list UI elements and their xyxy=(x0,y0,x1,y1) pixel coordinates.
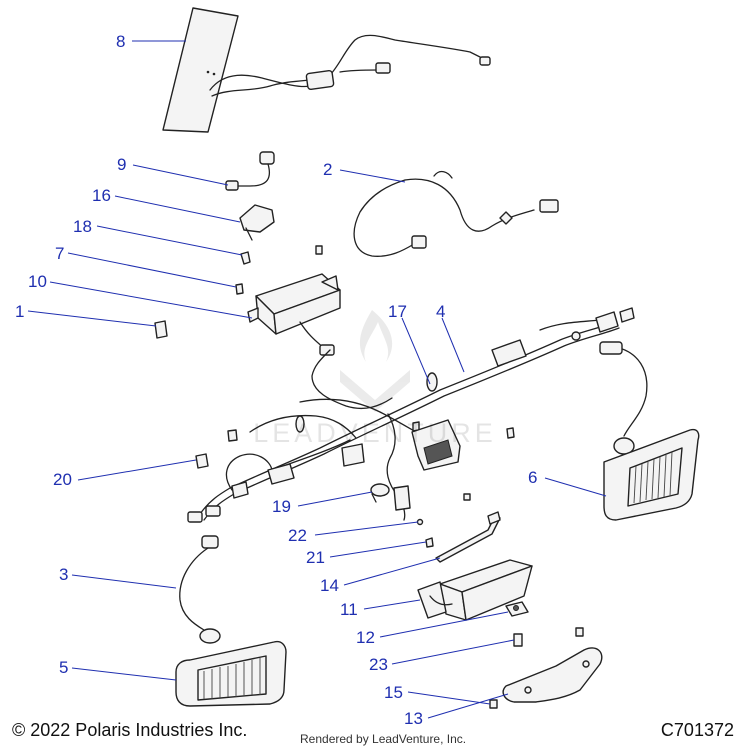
part-8-panel-harness xyxy=(162,7,491,133)
callout-21: 21 xyxy=(306,548,325,567)
callout-22: 22 xyxy=(288,526,307,545)
watermark-text: LEADVENTURE xyxy=(253,418,497,448)
part-16-bracket xyxy=(239,204,275,241)
callout-18: 18 xyxy=(73,217,92,236)
part-2-harness xyxy=(353,170,559,257)
callout-4: 4 xyxy=(436,302,445,321)
callout-13: 13 xyxy=(404,709,423,728)
part-12-bracket xyxy=(505,601,529,617)
part-10-module xyxy=(247,273,341,356)
watermark-logo xyxy=(340,310,410,412)
part-23-screw xyxy=(513,633,523,647)
callout-17: 17 xyxy=(388,302,407,321)
callout-1: 1 xyxy=(15,302,24,321)
grille-left xyxy=(203,658,261,699)
callout-19: 19 xyxy=(272,497,291,516)
copyright-text: © 2022 Polaris Industries Inc. xyxy=(12,720,248,740)
callout-10: 10 xyxy=(28,272,47,291)
callout-20: 20 xyxy=(53,470,72,489)
small-fasteners xyxy=(154,245,584,709)
callout-9: 9 xyxy=(117,155,126,174)
part-3-lead xyxy=(179,535,221,644)
leader-lines xyxy=(27,40,607,719)
part-6-speaker-right xyxy=(599,341,700,521)
part-13-plate xyxy=(502,647,603,703)
part-9-sensor-lead xyxy=(225,151,275,191)
callout-labels: 8 9 16 2 18 7 10 1 17 4 6 20 19 22 21 14… xyxy=(15,32,537,728)
callout-8: 8 xyxy=(116,32,125,51)
callout-16: 16 xyxy=(92,186,111,205)
callout-2: 2 xyxy=(323,160,332,179)
callout-15: 15 xyxy=(384,683,403,702)
callout-5: 5 xyxy=(59,658,68,677)
rendered-by-text: Rendered by LeadVenture, Inc. xyxy=(300,732,467,746)
part-14-bracket xyxy=(435,511,501,563)
callout-7: 7 xyxy=(55,244,64,263)
callout-3: 3 xyxy=(59,565,68,584)
part-5-speaker-left xyxy=(175,640,287,707)
part-19-clip xyxy=(370,483,390,503)
drawing-id: C701372 xyxy=(660,720,734,740)
grille-right xyxy=(633,451,673,504)
callout-11: 11 xyxy=(340,600,358,619)
callout-12: 12 xyxy=(356,628,375,647)
part-4-main-harness xyxy=(187,307,635,523)
callout-14: 14 xyxy=(320,576,339,595)
part-11-amplifier xyxy=(417,559,533,621)
callout-23: 23 xyxy=(369,655,388,674)
callout-6: 6 xyxy=(528,468,537,487)
